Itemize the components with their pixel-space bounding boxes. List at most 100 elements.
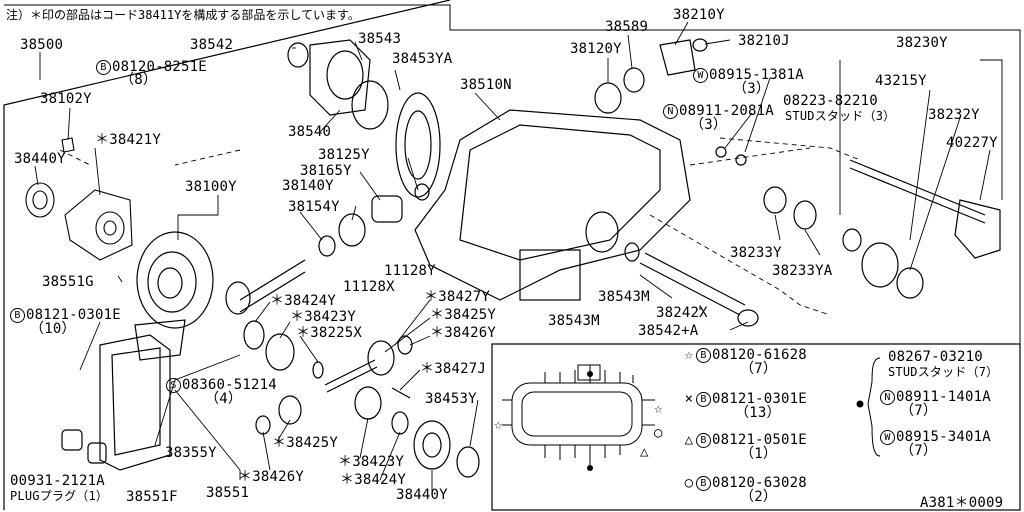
- label-08223-stud: STUDスタッド（3）: [785, 109, 896, 123]
- rear-cover-drawing: [61, 319, 186, 471]
- label-38210Y: 38210Y: [673, 7, 725, 23]
- b-mark-icon: B: [696, 433, 711, 448]
- label-38453Y: 38453Y: [425, 391, 477, 407]
- label-08915-1381A-qty: （3）: [733, 81, 771, 97]
- b-mark-icon: B: [96, 60, 111, 75]
- legend-part: 08121-0501E: [712, 432, 807, 448]
- label-38427Y: ＊38427Y: [424, 289, 490, 305]
- label-00931-2121A: 00931-2121A: [10, 473, 105, 489]
- label-38500: 38500: [20, 37, 64, 53]
- label-38232Y: 38232Y: [928, 107, 980, 123]
- legend-star-marker: ☆: [494, 417, 503, 433]
- side-shaft-drawing: [624, 242, 759, 327]
- label-38125Y: 38125Y: [318, 147, 370, 163]
- label-38543M-b: 38543M: [548, 313, 600, 329]
- legend-box: [491, 343, 1021, 511]
- circle-icon: ○: [684, 475, 694, 491]
- x-icon: ×: [684, 391, 694, 407]
- label-38551: 38551: [206, 485, 250, 501]
- b-mark-icon: B: [696, 392, 711, 407]
- legend-tri-qty: （1）: [740, 446, 778, 462]
- legend-star-qty: （7）: [740, 361, 778, 377]
- figure-code: A381＊0009: [920, 495, 1004, 511]
- axle-shaft-drawing: [763, 159, 1001, 299]
- label-38440Y-left: 38440Y: [14, 151, 66, 167]
- label-38230Y: 38230Y: [896, 35, 948, 51]
- w-mark-icon: W: [693, 68, 708, 83]
- s-mark-icon: S: [166, 378, 181, 393]
- dashed-guides: [59, 137, 861, 316]
- label-38423Y-b: ＊38423Y: [338, 454, 404, 470]
- legend-o-qty: （2）: [740, 489, 778, 505]
- label-38421Y: ＊38421Y: [95, 132, 161, 148]
- label-38589: 38589: [605, 19, 649, 35]
- label-text: 08915-1381A: [709, 67, 804, 83]
- label-38355Y: 38355Y: [165, 445, 217, 461]
- label-08121-0301E-qty: （10）: [30, 321, 76, 337]
- legend-part: 08911-1401A: [896, 389, 991, 405]
- label-38425Y-b: ＊38425Y: [272, 435, 338, 451]
- label-38165Y: 38165Y: [300, 163, 352, 179]
- label-08223-82210: 08223-82210: [783, 93, 878, 109]
- label-38425Y-a: ＊38425Y: [430, 307, 496, 323]
- label-38140Y: 38140Y: [282, 178, 334, 194]
- label-text: 08360-51214: [182, 377, 277, 393]
- label-38440Y-bottom: 38440Y: [396, 487, 448, 503]
- label-text: 08911-2081A: [679, 103, 774, 119]
- label-40227Y: 40227Y: [946, 135, 998, 151]
- b-mark-icon: B: [10, 308, 25, 323]
- legend-tri-marker: △: [640, 444, 649, 460]
- legend-dots: [587, 371, 864, 471]
- legend-bolt-pattern: [502, 357, 881, 465]
- legend-n-qty: （7）: [900, 403, 938, 419]
- legend-dot-entry: 08267-03210: [888, 349, 983, 365]
- label-38551F: 38551F: [126, 489, 178, 505]
- label-plug: PLUGプラグ（1）: [10, 489, 109, 503]
- label-38242X: 38242X: [656, 305, 708, 321]
- label-11128Y: 11128Y: [384, 263, 436, 279]
- label-38225X: ＊38225X: [296, 325, 362, 341]
- label-38423Y-a: ＊38423Y: [290, 309, 356, 325]
- label-38120Y: 38120Y: [570, 41, 622, 57]
- label-38102Y: 38102Y: [40, 91, 92, 107]
- header-note: 注）＊印の部品はコード38411Yを構成する部品を示しています。: [6, 8, 360, 22]
- label-38510N: 38510N: [460, 77, 512, 93]
- label-text: 08121-0301E: [26, 307, 121, 323]
- label-38427J: ＊38427J: [420, 361, 486, 377]
- label-38233Y: 38233Y: [730, 245, 782, 261]
- legend-w-qty: （7）: [900, 443, 938, 459]
- label-43215Y: 43215Y: [875, 73, 927, 89]
- label-38154Y: 38154Y: [288, 199, 340, 215]
- legend-dot-stud: STUDスタッド（7）: [888, 365, 999, 379]
- label-08120-8251E-qty: （8）: [120, 72, 158, 88]
- label-38424Y-b: ＊38424Y: [340, 472, 406, 488]
- top-parts-drawing: [287, 39, 441, 257]
- legend-o-marker-r: ○: [654, 425, 663, 441]
- label-38424Y-a: ＊38424Y: [270, 293, 336, 309]
- label-38426Y-b: ＊38426Y: [238, 469, 304, 485]
- label-38551G: 38551G: [42, 274, 94, 290]
- label-38543M-a: 38543M: [598, 289, 650, 305]
- frame-line-left: [3, 0, 451, 510]
- label-08911-2081A-qty: （3）: [690, 117, 728, 133]
- label-38210J: 38210J: [738, 33, 790, 49]
- legend-part: 08120-61628: [712, 347, 807, 363]
- pinion-seal-drawing: [594, 38, 747, 166]
- label-38426Y-a: ＊38426Y: [430, 325, 496, 341]
- label-38542A: 38542+A: [638, 323, 699, 339]
- label-08360-51214-qty: （4）: [205, 391, 243, 407]
- label-38543: 38543: [358, 31, 402, 47]
- label-38540: 38540: [288, 124, 332, 140]
- n-mark-icon: N: [663, 104, 678, 119]
